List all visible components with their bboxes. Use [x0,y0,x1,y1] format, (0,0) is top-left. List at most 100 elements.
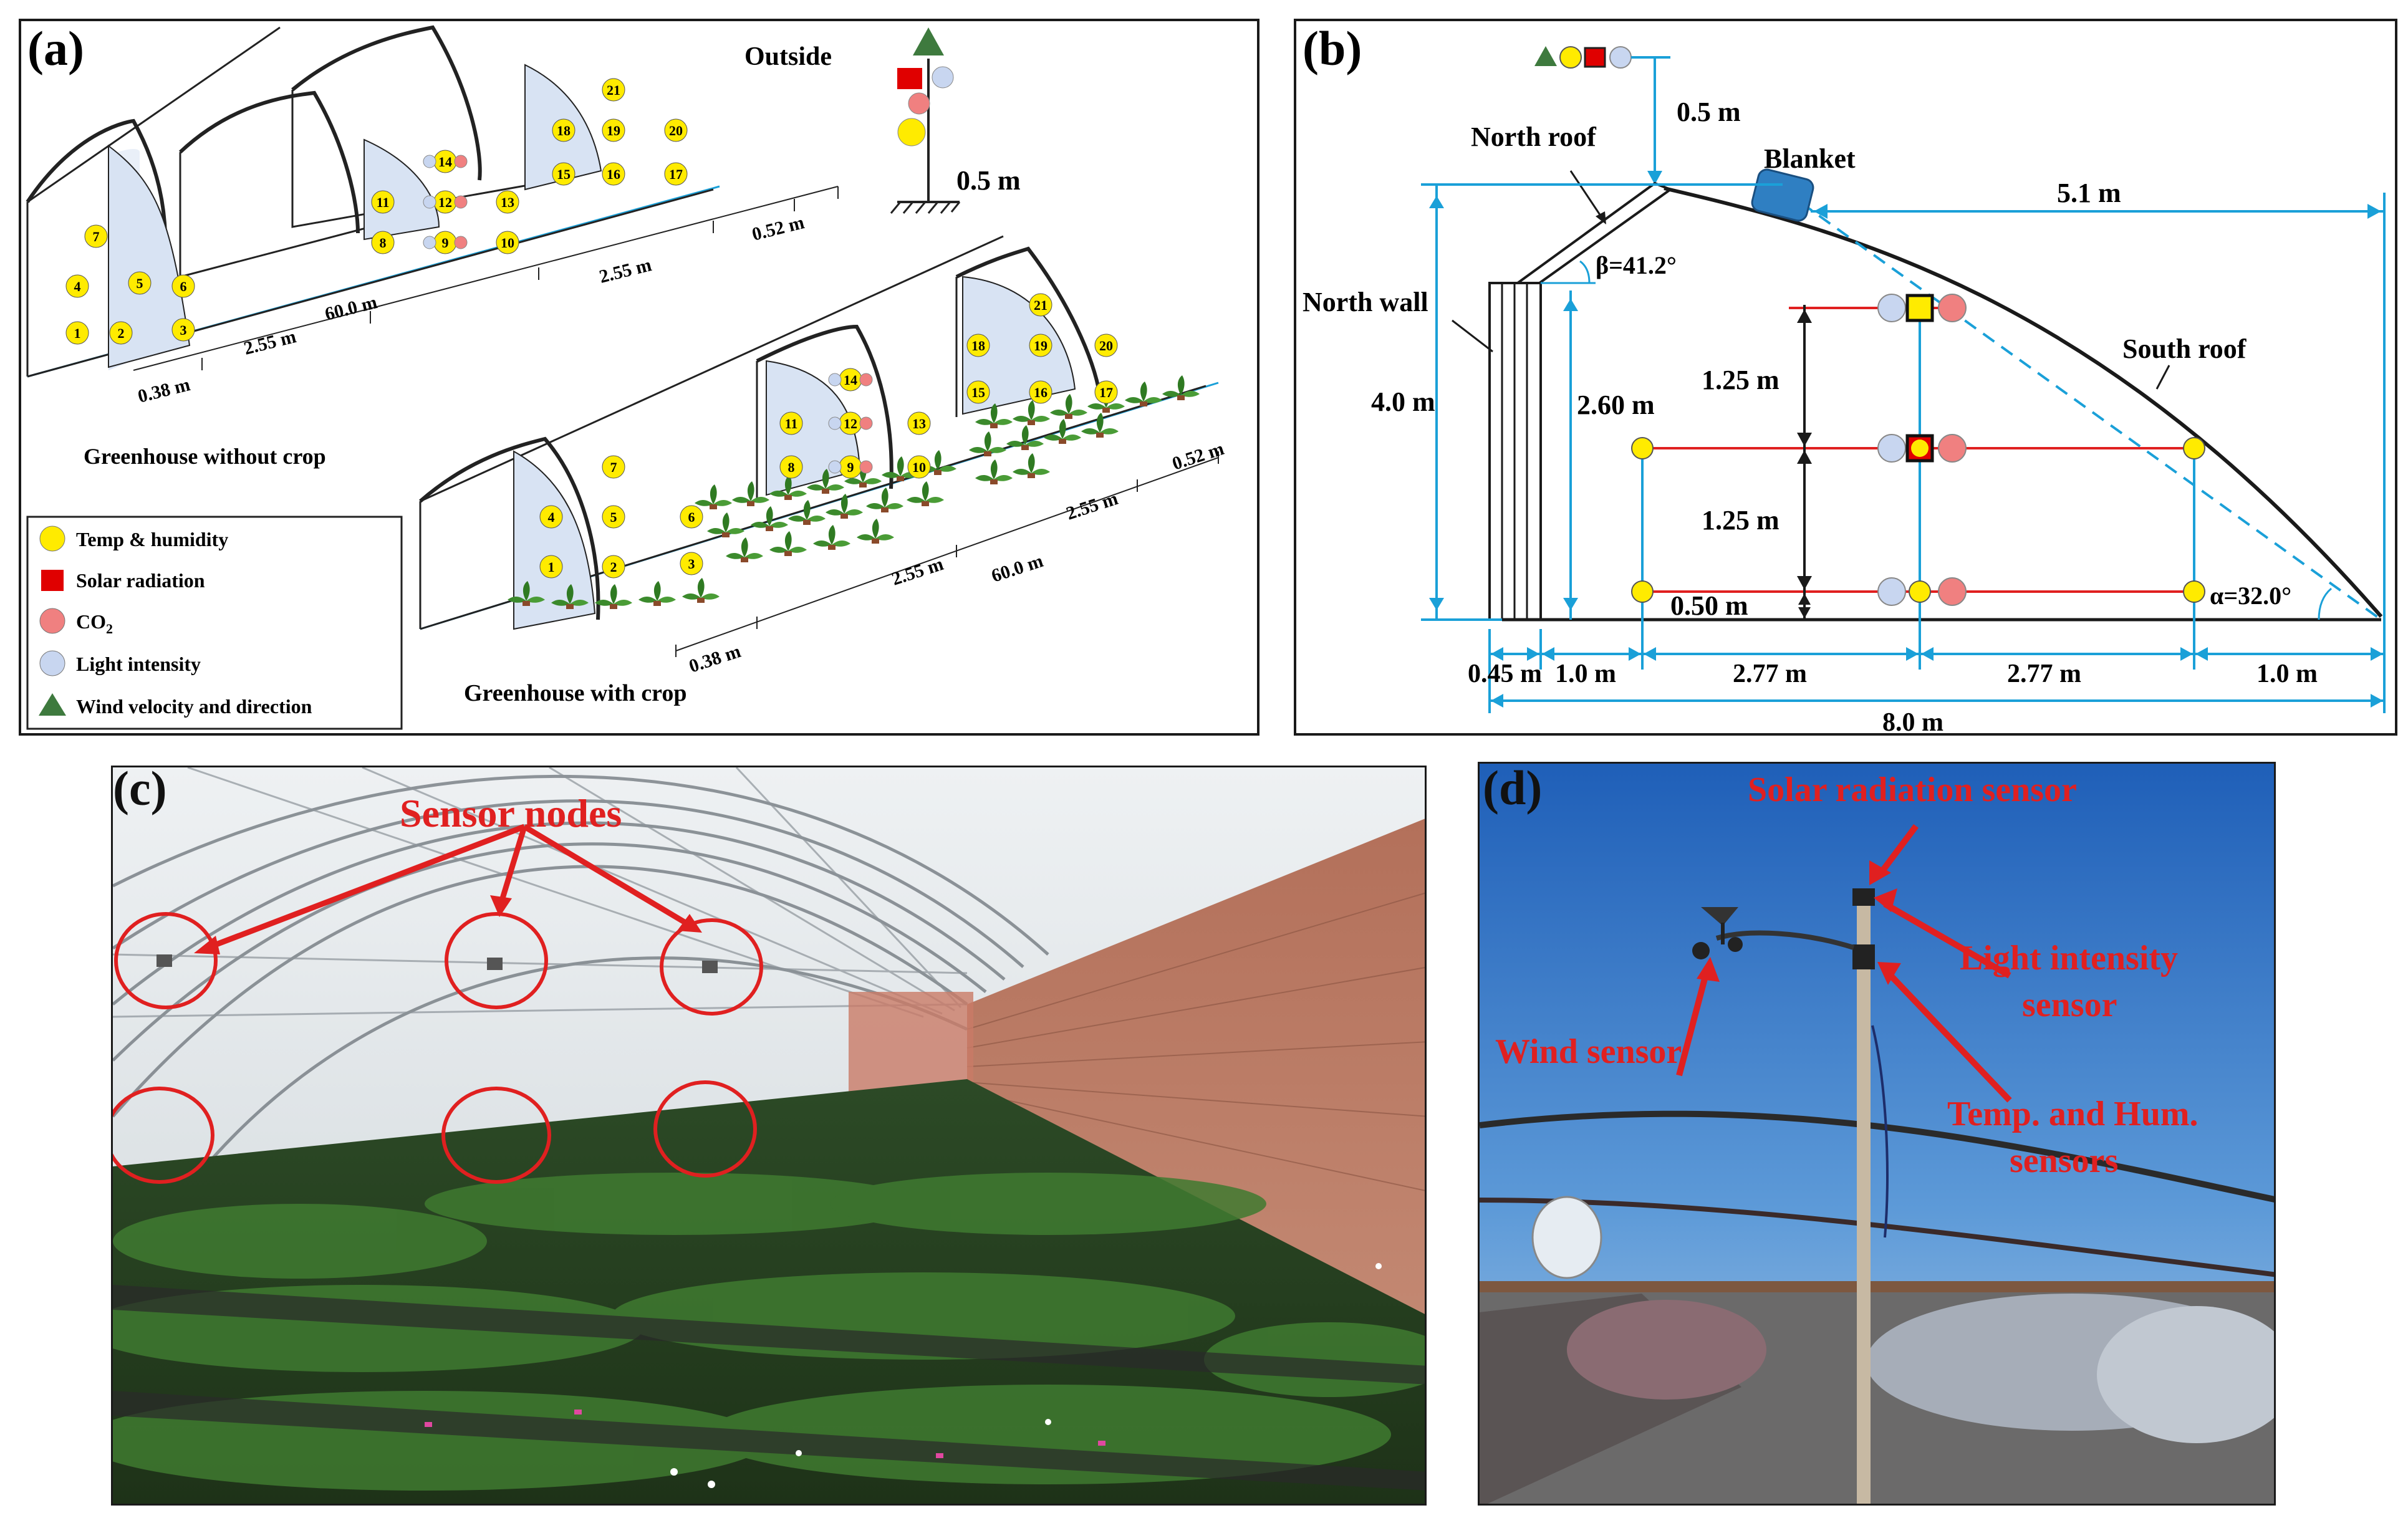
sensor-node: 13 [496,190,519,214]
svg-text:21: 21 [1034,297,1047,313]
sensor-node: 7 [602,455,625,479]
callout-arrows-d [1676,824,2012,1103]
svg-text:13: 13 [912,416,926,431]
dim-277-left-label: 2.77 m [1733,660,1807,688]
dim-255-upper-b: 2.55 m [597,254,653,287]
span-blanket-label: 5.1 m [2057,178,2121,208]
svg-text:18: 18 [971,338,985,353]
dim-10-left-label: 1.0 m [1555,660,1616,688]
svg-text:3: 3 [180,322,187,338]
svg-text:12: 12 [438,195,452,210]
sensor-node: 10 [496,231,519,254]
svg-text:CO2: CO2 [76,610,113,637]
panel-b: (b) 0.5 m Blanket North roof North wall … [1294,19,2397,736]
svg-text:2: 2 [118,325,125,341]
svg-text:5: 5 [610,509,617,525]
wind-sensor-label: Wind sensor [1495,1032,1682,1071]
svg-text:2: 2 [610,559,617,575]
svg-text:20: 20 [669,123,683,138]
alpha-angle-label: α=32.0° [2210,582,2291,610]
sensor-node-markers [113,912,763,1184]
svg-text:7: 7 [610,459,617,475]
sensor-node: 19 [602,118,625,142]
lower-sensors: 7 4 5 6 1 2 3 14 11 12 13 8 9 10 21 18 1… [539,293,1118,579]
svg-text:21: 21 [607,82,620,98]
solar-sensor-label: Solar radiation sensor [1748,771,2077,809]
blanket-label: Blanket [1764,143,1856,174]
svg-text:16: 16 [607,166,620,182]
dim-052-upper: 0.52 m [750,212,806,245]
layer-bottom-label: 0.50 m [1670,590,1748,621]
sensor-node: 8 [371,231,395,254]
svg-text:16: 16 [1034,385,1047,400]
legend-item: Solar radiation [41,569,205,592]
dim-045-label: 0.45 m [1468,660,1542,688]
upper-sensors: 7 5 4 6 1 2 3 14 11 12 13 8 9 10 21 18 1… [65,78,688,345]
svg-text:6: 6 [688,509,695,525]
green-triangle-icon [39,693,66,716]
greenhouse-structure [1488,181,2383,622]
sensor-node: 7 [84,224,108,248]
panel-a-label: (a) [27,21,84,75]
svg-text:9: 9 [847,459,854,475]
sensor-node: 12 [433,190,457,214]
legend: Temp & humidity Solar radiation CO2 Ligh… [26,516,403,730]
outside-label: Outside [744,42,832,71]
svg-text:1: 1 [74,325,81,341]
legend-item: Temp & humidity [39,526,228,552]
svg-text:8: 8 [380,235,387,251]
sensor-node: 4 [539,505,563,529]
sensor-node: 17 [1094,380,1118,404]
dim-10-right-label: 1.0 m [2256,660,2318,688]
panel-a-drawing: (a) 0.38 m 2.55 m 60.0 m 2.55 m 0.52 m [26,21,1226,730]
north-wall-label: North wall [1303,287,1428,317]
sensor-node: 13 [907,411,931,435]
legend-item: Wind velocity and direction [39,693,312,718]
svg-text:19: 19 [607,123,620,138]
svg-text:3: 3 [688,556,695,572]
sensor-node: 16 [602,162,625,186]
dim-052-lower: 0.52 m [1170,438,1226,474]
sensor-node: 21 [1029,293,1052,317]
sensor-node: 5 [602,505,625,529]
svg-text:13: 13 [501,195,514,210]
svg-text:10: 10 [501,235,514,251]
layer-upper-label: 1.25 m [1702,365,1780,395]
sensor-node: 14 [839,368,862,392]
svg-text:14: 14 [438,154,452,170]
sensor-node: 6 [680,505,703,529]
svg-text:Temp & humidity: Temp & humidity [76,528,228,550]
outside-mast [890,27,961,214]
north-roof-label: North roof [1471,122,1597,152]
sensor-node: 19 [1029,334,1052,357]
pink-circle-icon [39,608,65,634]
mast-height-label: 0.5 m [956,165,1021,196]
dim-600-lower: 60.0 m [989,550,1046,587]
panel-b-drawing: (b) 0.5 m Blanket North roof North wall … [1303,21,2386,736]
blanket-icon [1751,168,1814,222]
sensor-node: 6 [171,274,195,298]
sensor-node: 14 [433,150,457,173]
yellow-circle-icon [39,526,65,552]
sensor-node: 16 [1029,380,1052,404]
south-roof-label: South roof [2122,334,2247,364]
layer-middle-label: 1.25 m [1702,505,1780,536]
height-total-label: 4.0 m [1371,387,1435,417]
svg-text:Wind velocity and direction: Wind velocity and direction [76,695,312,718]
dim-255-lower-b: 2.55 m [1064,488,1120,524]
sensor-node: 20 [664,118,688,142]
sun-angle-line [1781,188,2382,621]
sensor-node: 11 [371,190,395,214]
sensor-node: 15 [552,162,576,186]
svg-text:15: 15 [557,166,571,182]
panel-d-photo: Solar radiation sensor Light intensity s… [1478,762,2276,1506]
temp-sensor-label-2: sensors [2010,1141,2118,1180]
svg-text:4: 4 [74,279,81,294]
svg-text:11: 11 [785,416,798,431]
temp-sensor-label-1: Temp. and Hum. [1947,1095,2199,1133]
svg-text:11: 11 [377,195,390,210]
caption-with-crop: Greenhouse with crop [464,680,687,706]
total-width-label: 8.0 m [1882,708,1943,736]
sensor-node: 4 [65,274,89,298]
sensor-node: 9 [839,455,862,479]
